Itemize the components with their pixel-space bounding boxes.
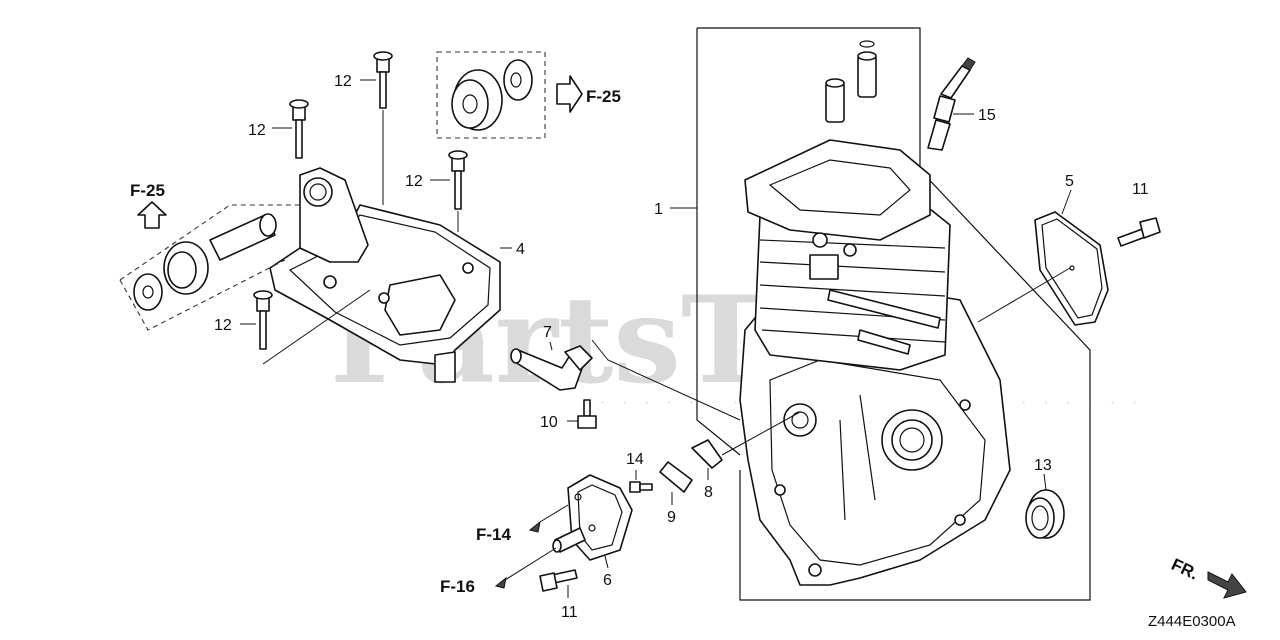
- callout-6: 6: [603, 572, 612, 589]
- bolt-upper: [1117, 217, 1161, 247]
- plate-8: [691, 411, 801, 480]
- callout-11-upper: 11: [1132, 181, 1149, 198]
- section-refs: F-25 F-25 F-14 F-16: [130, 87, 621, 596]
- bolt-12d: [240, 289, 371, 365]
- bolt-10: [567, 399, 597, 429]
- section-ref-f25-top: F-25: [586, 87, 621, 106]
- callout-15: 15: [978, 107, 996, 124]
- gasket-9: [659, 461, 693, 505]
- callouts: 1 4 5 6 7 8 9 10 11 11 12 12 12 12 13 14…: [214, 73, 1149, 621]
- callout-8: 8: [704, 484, 713, 501]
- spark-plug: [927, 57, 976, 151]
- section-ref-f16: F-16: [440, 577, 475, 596]
- drawing-code: Z444E0300A: [1148, 613, 1236, 630]
- bearing-inset-top: [436, 51, 546, 139]
- oil-seal: [1025, 473, 1065, 539]
- bolt-12b: [272, 99, 309, 159]
- front-direction-arrow: [1207, 571, 1247, 599]
- section-ref-f25-left: F-25: [130, 181, 165, 200]
- front-label: FR.: [1168, 555, 1201, 584]
- callout-9: 9: [667, 509, 676, 526]
- bolt-12a: [360, 51, 393, 205]
- bolt-14: [629, 470, 653, 493]
- gasket: [977, 189, 1109, 326]
- callout-14: 14: [626, 451, 644, 468]
- callout-11-lower: 11: [561, 604, 578, 621]
- callout-12-a: 12: [334, 73, 352, 90]
- bolt-lower: [539, 569, 578, 598]
- section-ref-f14: F-14: [476, 525, 512, 544]
- callout-10: 10: [540, 414, 558, 431]
- bearing-inset-left: [119, 204, 300, 331]
- ref-arrow-up: [137, 201, 167, 229]
- callout-13: 13: [1034, 457, 1052, 474]
- breather-cover: [269, 167, 512, 383]
- callout-12-b: 12: [248, 122, 266, 139]
- assembly-outline-1: [670, 27, 1091, 601]
- callout-7: 7: [543, 324, 552, 341]
- callout-12-d: 12: [214, 317, 232, 334]
- callout-12-c: 12: [405, 173, 423, 190]
- cover-6: [494, 474, 633, 589]
- crankcase-cylinder: [739, 40, 1011, 586]
- ref-arrow-right: [556, 75, 583, 113]
- callout-5: 5: [1065, 173, 1074, 190]
- bolt-12c: [430, 150, 468, 232]
- callout-4: 4: [516, 241, 525, 258]
- callout-1: 1: [654, 201, 663, 218]
- breather-tube: [510, 339, 741, 421]
